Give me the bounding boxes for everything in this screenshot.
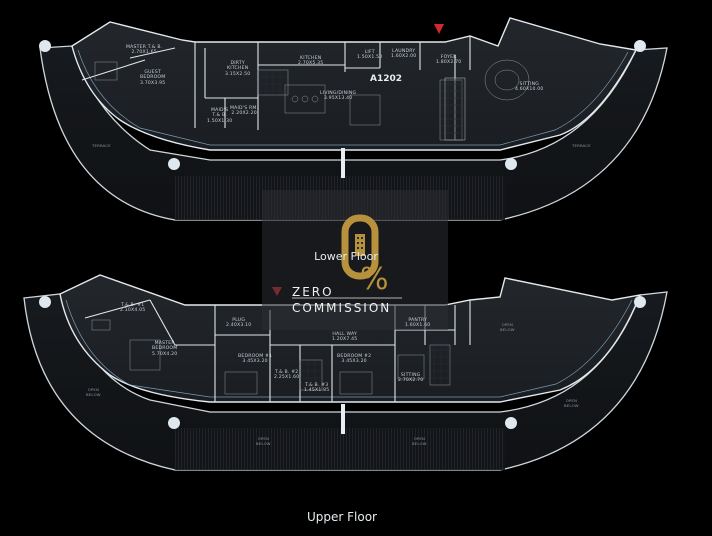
- column-marker: [634, 40, 646, 52]
- lower-floor-plan: [39, 17, 668, 221]
- column-marker: [168, 417, 180, 429]
- room-label-open-below-1: OPEN BELOW: [86, 387, 101, 398]
- watermark-building-windows: [357, 237, 363, 249]
- column-marker: [634, 296, 646, 308]
- column-marker: [505, 417, 517, 429]
- column-marker: [168, 158, 180, 170]
- lower-floor-caption: Lower Floor: [314, 250, 378, 263]
- room-label-terrace-left: TERRACE: [92, 143, 111, 148]
- column-marker: [505, 158, 517, 170]
- watermark-building-icon: [355, 234, 365, 256]
- room-label-maids-rm: MAID'S RM.2.20X2.20: [230, 106, 259, 117]
- column-marker: [39, 296, 51, 308]
- lower-walls: [81, 36, 471, 140]
- room-label-open-below-2: OPEN BELOW: [256, 436, 271, 447]
- watermark-percent: %: [360, 262, 389, 297]
- room-label-terrace-right: TERRACE: [572, 143, 591, 148]
- lower-divider-post: [341, 148, 345, 178]
- watermark-line1: ZERO: [292, 285, 334, 299]
- upper-floor-caption: Upper Floor: [306, 510, 377, 524]
- watermark-zero-icon: [341, 214, 379, 280]
- watermark-panel: [262, 190, 448, 330]
- lower-stairs: [444, 77, 466, 141]
- lower-slab: [71, 17, 638, 151]
- unit-number-badge: A1202: [370, 74, 403, 84]
- entry-marker-icon: [434, 24, 444, 34]
- watermark-line2: COMMISSION: [292, 301, 392, 315]
- lower-glass-line: [77, 49, 629, 146]
- room-label-open-below-3: OPEN BELOW: [412, 436, 427, 447]
- watermark: [262, 190, 448, 330]
- lower-columns: [39, 40, 646, 170]
- column-marker: [39, 40, 51, 52]
- room-label-open-below-5: OPEN BELOW: [564, 398, 579, 409]
- room-label-master-tb: MASTER T.& B.2.70X1.65: [126, 45, 163, 56]
- upper-floor-plan: [23, 274, 668, 471]
- upper-columns: [39, 296, 646, 429]
- upper-glass-line: [65, 299, 633, 398]
- room-label-open-below-4: OPEN BELOW: [500, 322, 515, 333]
- upper-deck-stripes: [175, 428, 505, 470]
- upper-slab: [59, 274, 642, 403]
- room-label-maids-tb: MAID'S T.& B.1.50X1.30: [207, 108, 233, 124]
- upper-divider-post: [341, 404, 345, 434]
- upper-furniture: [91, 319, 451, 395]
